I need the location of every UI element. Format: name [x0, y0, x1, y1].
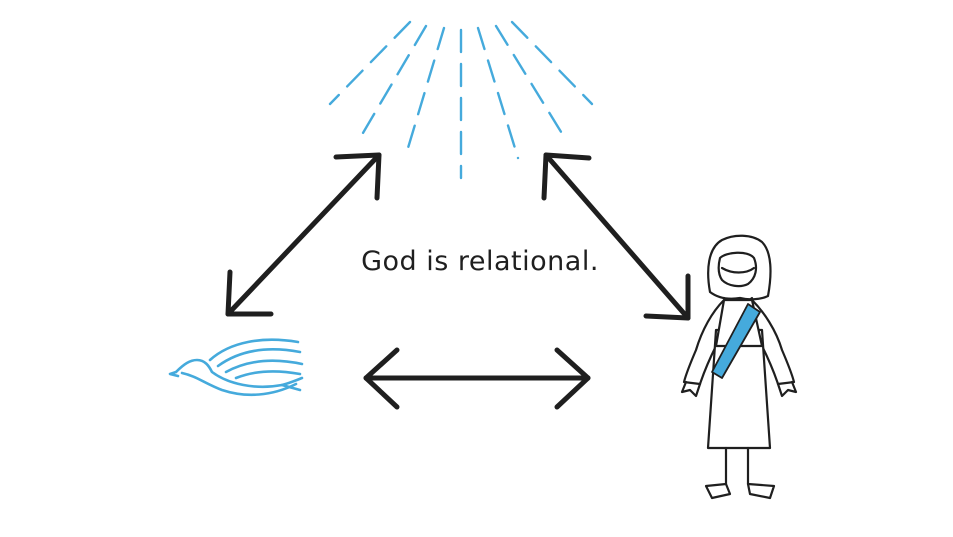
dove-icon [168, 338, 304, 397]
sash [711, 303, 761, 379]
arrow-spirit-son [363, 347, 591, 410]
caption-text: God is relational. [361, 246, 599, 277]
arrow-father-spirit [225, 152, 382, 317]
light-rays-icon [328, 20, 594, 180]
arrow-father-son [541, 152, 691, 321]
jesus-figure-icon [680, 234, 798, 500]
relation-arrows [225, 152, 691, 410]
